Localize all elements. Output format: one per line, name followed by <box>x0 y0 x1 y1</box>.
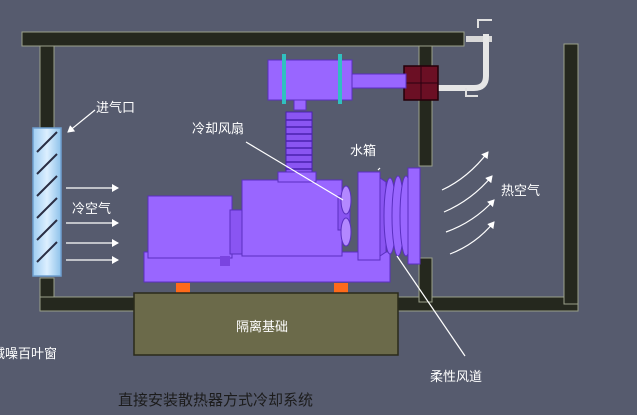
top-assembly <box>267 54 407 111</box>
hot-air-arrow-1 <box>441 151 489 191</box>
isolation-base-label: 隔离基础 <box>236 320 289 335</box>
hot-air-arrow-3 <box>445 199 495 233</box>
engine-block <box>241 179 343 257</box>
shaft-body <box>285 111 313 177</box>
louver-glass <box>32 127 62 277</box>
hot-air-arrow-4 <box>449 221 495 255</box>
water-tank-label: 水箱 <box>350 144 377 159</box>
diagram-title: 直接安装散热器方式冷却系统 <box>118 391 314 409</box>
shaft-grooves <box>286 119 312 170</box>
louver-slats <box>36 131 58 263</box>
isolator-pad-left <box>176 283 190 293</box>
exhaust-pipe-bend <box>434 34 489 91</box>
duct-outlet-frame <box>407 167 421 265</box>
base-assembly <box>133 283 399 356</box>
radiator <box>357 167 421 265</box>
exhaust-pipe-top <box>466 36 492 42</box>
shaft-neck <box>293 99 307 111</box>
inner-wall-upper <box>418 45 433 167</box>
fan-blade-lower <box>340 217 352 247</box>
exhaust-drain <box>465 88 478 97</box>
louver-label: 减噪百叶窗 <box>0 347 58 362</box>
air-inlet-label: 进气口 <box>96 101 136 116</box>
annotation-lines <box>66 109 495 357</box>
isolation-base-block <box>133 292 399 356</box>
drive-shaft <box>285 111 313 177</box>
left-wall-upper <box>39 45 55 135</box>
hot-air-arrow-2 <box>443 175 493 213</box>
floor-left <box>39 296 135 312</box>
water-tank-core <box>357 171 381 261</box>
generator-block <box>147 195 233 259</box>
flex-duct-label: 柔性风道 <box>430 370 483 385</box>
duct-leader <box>396 255 466 357</box>
fan-blade-upper <box>340 185 352 215</box>
hot-air-label: 热空气 <box>501 184 541 199</box>
inner-wall-lower <box>418 257 433 303</box>
cooling-fan <box>337 185 352 247</box>
engine <box>143 171 391 283</box>
connecting-pipe <box>351 73 407 89</box>
top-clamp-right <box>338 54 342 104</box>
top-clamp-left <box>282 54 286 104</box>
outer-right-wall <box>563 43 579 305</box>
roof-beam <box>21 31 465 47</box>
engine-foot <box>220 256 230 266</box>
exhaust-pipe-tip <box>477 19 492 28</box>
air-inlet-leader <box>67 109 96 133</box>
louver-window <box>32 127 62 277</box>
cooling-fan-label: 冷却风扇 <box>192 122 245 137</box>
fan-leader <box>245 141 344 201</box>
muffler-cross <box>404 66 438 100</box>
tank-leader <box>377 167 381 171</box>
cold-air-label: 冷空气 <box>72 202 112 217</box>
isolator-pad-right <box>334 283 348 293</box>
